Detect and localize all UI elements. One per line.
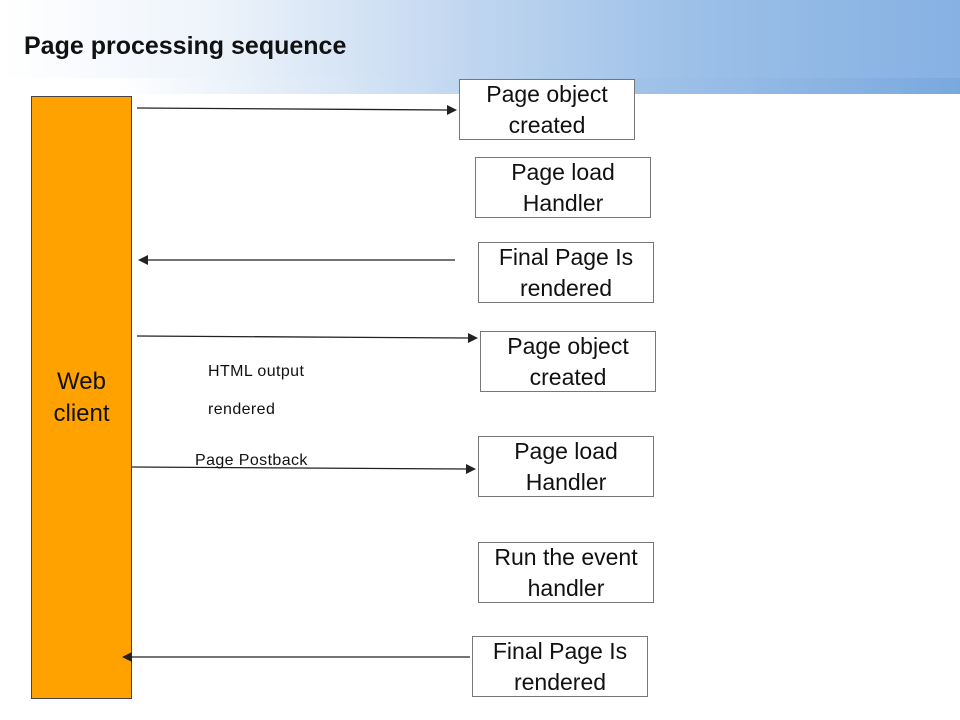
step-label: Page load Handler: [514, 437, 618, 495]
web-client-lifeline: Web client: [31, 96, 132, 699]
step-box-final-page-rendered-1: Final Page Is rendered: [478, 242, 654, 303]
step-label: Final Page Is rendered: [498, 243, 634, 301]
step-box-final-page-rendered-2: Final Page Is rendered: [472, 636, 648, 697]
step-box-page-object-created-2: Page object created: [480, 331, 656, 392]
arrow-response-2: [122, 652, 470, 662]
arrow-request-1: [136, 105, 457, 115]
page-title: Page processing sequence: [24, 32, 347, 60]
arrow-request-2: [136, 333, 478, 343]
html-output-label-line-1: HTML output: [208, 363, 305, 380]
step-box-page-load-handler-2: Page load Handler: [478, 436, 654, 497]
step-label: Page load Handler: [511, 158, 615, 216]
step-box-page-load-handler-1: Page load Handler: [475, 157, 651, 218]
web-client-label: Web client: [53, 367, 110, 427]
step-label: Run the event handler: [494, 543, 638, 601]
step-label: Page object created: [507, 332, 629, 390]
step-box-run-event-handler: Run the event handler: [478, 542, 654, 603]
arrow-response-1: [138, 255, 455, 265]
page-postback-label: Page Postback: [195, 452, 308, 469]
step-label: Final Page Is rendered: [492, 637, 628, 695]
step-label: Page object created: [486, 80, 608, 138]
step-box-page-object-created-1: Page object created: [459, 79, 635, 140]
html-output-label-line-2: rendered: [208, 401, 276, 418]
